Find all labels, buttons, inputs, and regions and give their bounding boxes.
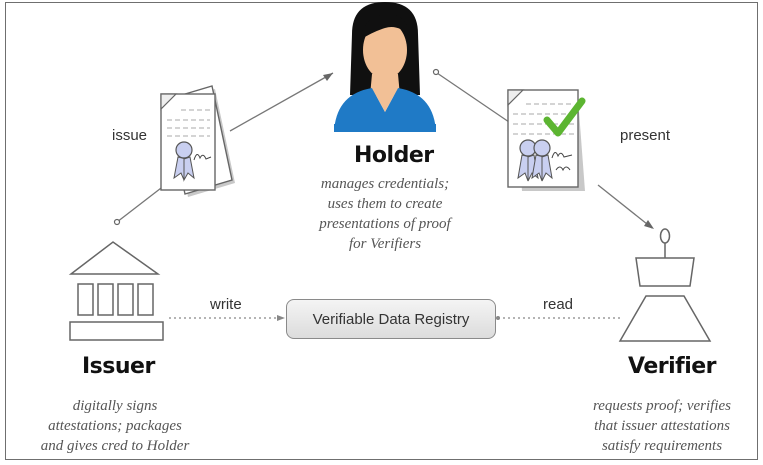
issuer-description-line: digitally signs bbox=[72, 398, 158, 414]
verifiable-data-registry-box: Verifiable Data Registry bbox=[286, 299, 496, 339]
holder-to-presentation-line bbox=[436, 72, 510, 123]
verifier-description-line: that issuer attestations bbox=[594, 418, 730, 434]
read-label: read bbox=[543, 296, 574, 313]
verifier-description: requests proof; verifies that issuer att… bbox=[566, 396, 758, 456]
presentation-to-verifier-line bbox=[597, 184, 653, 229]
verifier-description-line: requests proof; verifies bbox=[592, 398, 732, 414]
connector-arrowheads bbox=[323, 73, 654, 229]
holder-title: Holder bbox=[354, 143, 434, 168]
holder-description-line: manages credentials; bbox=[320, 176, 450, 192]
issuer-description: digitally signs attestations; packages a… bbox=[15, 396, 215, 456]
read-endpoint bbox=[496, 316, 500, 320]
write-arrowhead bbox=[277, 315, 285, 321]
verifier-description-line: satisfy requirements bbox=[601, 438, 723, 454]
credential-to-holder-line bbox=[229, 72, 334, 132]
holder-description-line: uses them to create bbox=[327, 196, 443, 212]
verifier-title: Verifier bbox=[628, 354, 717, 379]
issue-label: issue bbox=[112, 127, 148, 144]
present-label: present bbox=[620, 127, 671, 144]
issuer-title: Issuer bbox=[82, 354, 155, 379]
holder-description-line: presentations of proof bbox=[319, 216, 451, 232]
connector-endpoints bbox=[113, 68, 440, 226]
credential-document-icon bbox=[160, 85, 235, 197]
person-avatar-icon bbox=[334, 2, 436, 132]
connector-lines bbox=[116, 72, 653, 229]
verified-credential-document-icon bbox=[507, 89, 586, 191]
holder-description: manages credentials; uses them to create… bbox=[290, 174, 480, 254]
write-label: write bbox=[210, 296, 242, 313]
verifier-machine-icon bbox=[618, 228, 712, 342]
bank-building-icon bbox=[68, 241, 164, 341]
holder-description-line: for Verifiers bbox=[348, 236, 422, 252]
issuer-description-line: and gives cred to Holder bbox=[40, 438, 190, 454]
issuer-to-credential-line bbox=[116, 184, 166, 223]
issuer-description-line: attestations; packages bbox=[48, 418, 182, 434]
